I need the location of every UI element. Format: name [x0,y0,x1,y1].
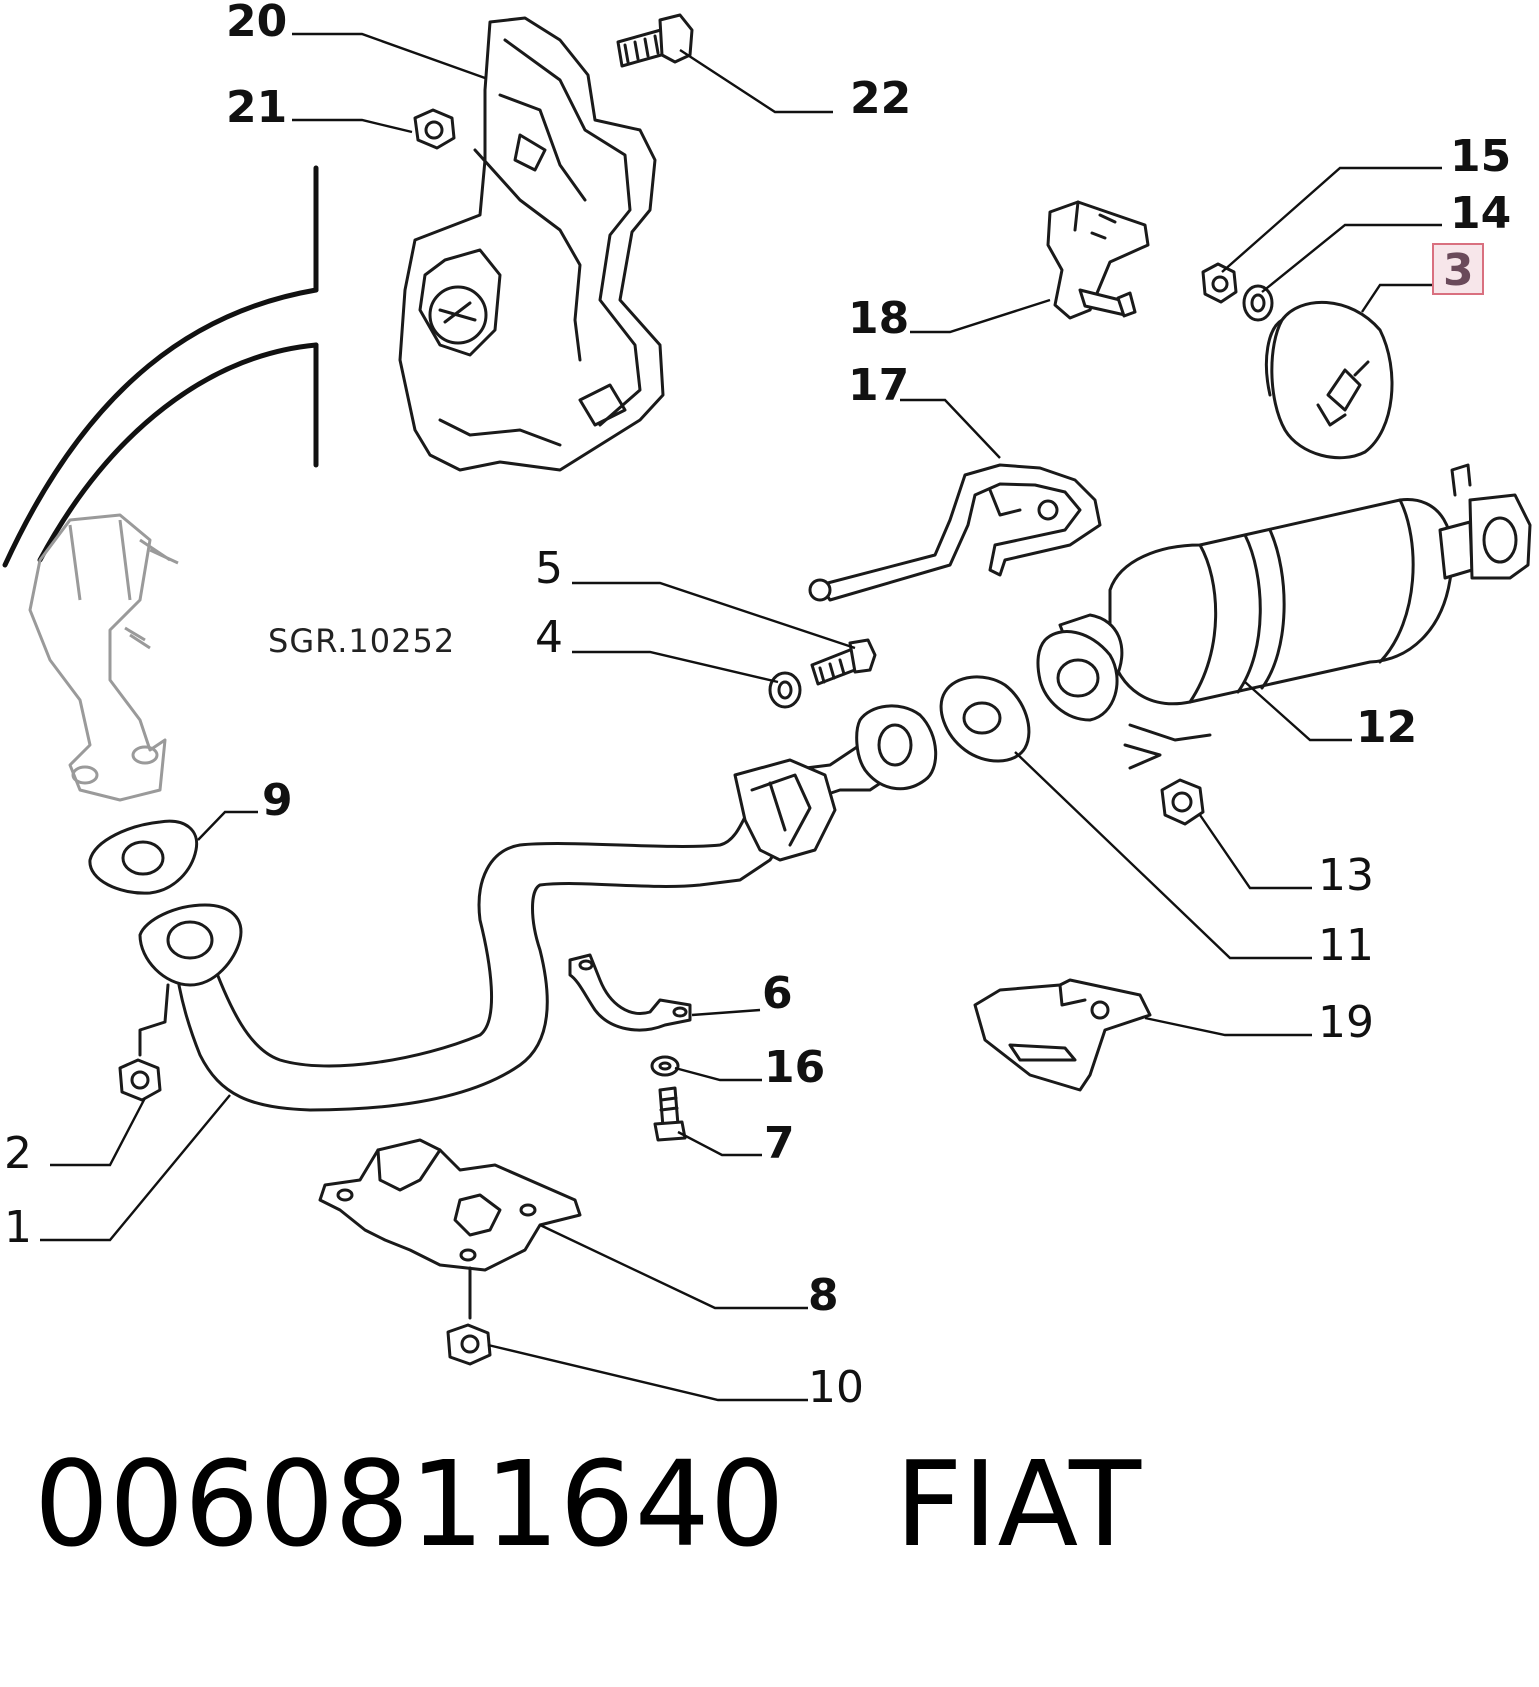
callout-18: 18 [848,293,909,344]
callout-15: 15 [1450,131,1511,182]
callout-3: 3 [1443,245,1474,296]
callout-14: 14 [1450,188,1511,239]
callout-13: 13 [1318,850,1374,901]
part-7-bolt [653,1086,687,1142]
part-15-nut [1201,262,1238,304]
exhaust-manifold-outline [28,513,179,802]
callout-17: 17 [848,360,909,411]
section-divider-lines [2,165,319,568]
callout-1: 1 [4,1202,32,1253]
part-4-washer [768,671,802,709]
callout-4: 4 [535,612,563,663]
drawing-code-label: SGR.10252 [268,622,455,660]
brand-name: FIAT [894,1435,1142,1573]
part-6-clamp [568,953,692,1032]
callout-11: 11 [1318,920,1374,971]
leader-lines [40,32,1442,1402]
part-8-bracket [318,1138,582,1320]
callout-21: 21 [226,82,287,133]
callout-19: 19 [1318,997,1374,1048]
part-22-bolt [616,13,694,68]
part-3-rubber-mount [1264,300,1394,460]
callout-8: 8 [808,1270,839,1321]
part-9-gasket [88,819,199,895]
callout-9: 9 [262,775,293,826]
callout-20: 20 [226,0,287,47]
part-16-washer [650,1055,680,1077]
part-13-nut [1160,778,1205,826]
part-17-rod [808,463,1102,602]
part-18-bracket [1046,200,1150,320]
part-1-front-pipe [138,704,938,1112]
part-2-nut [118,983,170,1102]
part-5-bolt [810,638,877,686]
part-20-heat-shield [398,16,665,472]
part-10-nut [446,1323,492,1366]
callout-6: 6 [762,968,793,1019]
callout-labels: 20 21 22 15 14 3 18 17 5 4 12 9 13 11 6 … [4,0,1511,1413]
callout-3-highlight-box [1432,243,1484,295]
callout-7: 7 [764,1118,795,1169]
callout-5: 5 [535,543,563,594]
callout-10: 10 [808,1362,864,1413]
part-19-bracket [973,978,1152,1092]
part-21-nut [413,108,456,150]
callout-12: 12 [1356,702,1417,753]
part-12-catalytic-converter [1036,463,1532,770]
callout-2: 2 [4,1128,32,1179]
part-11-gasket [939,675,1031,763]
part-number: 0060811640 [34,1435,785,1573]
part-14-washer [1242,284,1274,322]
callout-22: 22 [850,73,911,124]
callout-16: 16 [764,1042,825,1093]
